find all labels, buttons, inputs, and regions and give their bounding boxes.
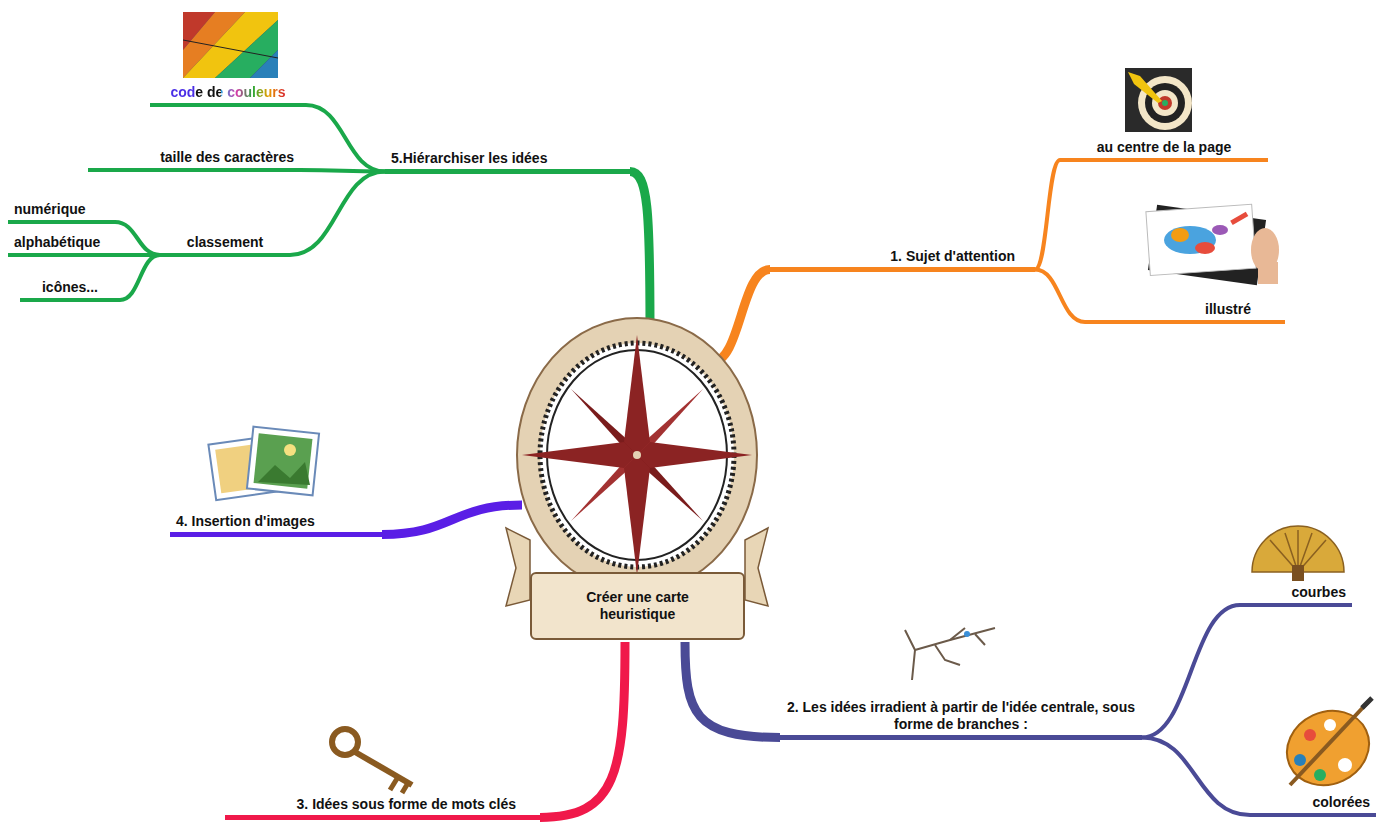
branch-connector: [685, 642, 780, 738]
topic-text: 5.Hiérarchiser les idées: [391, 150, 624, 167]
branch-topic: numérique: [8, 201, 115, 224]
branch-connector: [1035, 160, 1060, 270]
branch-topic: 2. Les idées irradient à partir de l'idé…: [780, 699, 1142, 740]
branch-connector: [1142, 605, 1240, 738]
topic-text: Créer une carte heuristique: [570, 589, 705, 623]
topic-text: illustré: [1091, 301, 1251, 318]
branch-connector: [1142, 738, 1250, 816]
branch-connector: [712, 270, 770, 363]
topic-text: classement: [166, 234, 284, 251]
branch-topic: courbes: [1240, 584, 1352, 607]
branch-connector: [540, 642, 625, 818]
topic-text: 2. Les idées irradient à partir de l'idé…: [786, 699, 1136, 733]
topic-text: au centre de la page: [1066, 139, 1262, 156]
branch-connector: [1035, 270, 1085, 323]
branch-connector: [630, 172, 650, 331]
branch-topic: 1. Sujet d'attention: [770, 248, 1035, 272]
branch-picture: [905, 628, 995, 680]
branch-topic: classement: [160, 234, 290, 257]
topic-text: icônes...: [26, 279, 114, 296]
branch-topic: icônes...: [20, 279, 120, 302]
topic-text: taille des caractères: [94, 149, 294, 166]
branch-connector: [300, 170, 385, 172]
branch-connector: [120, 255, 160, 300]
painting-picture: [1146, 204, 1279, 285]
branch-connector: [306, 105, 385, 172]
branch-connector: [382, 505, 522, 535]
dartboard-picture: [1125, 68, 1192, 132]
fabric-picture: [183, 12, 278, 78]
topic-text: 3. Idées sous forme de mots clés: [231, 796, 516, 813]
topic-text: 1. Sujet d'attention: [776, 248, 1015, 265]
branch-topic: alphabétique: [8, 234, 120, 257]
branch-topic: 5.Hiérarchiser les idées: [385, 150, 630, 174]
topic-text: numérique: [14, 201, 109, 218]
compass-emblem: [506, 318, 768, 606]
branch-connector: [290, 172, 385, 256]
topic-text: colorées: [1256, 794, 1370, 811]
branch-topic: 4. Insertion d'images: [170, 513, 382, 537]
topic-text: code de couleurs: [156, 84, 300, 101]
tree-picture: [1252, 526, 1344, 581]
topic-text: courbes: [1246, 584, 1346, 601]
branch-topic: code de couleurs: [150, 84, 306, 107]
photos-picture: [208, 427, 319, 500]
topic-text: alphabétique: [14, 234, 114, 251]
palette-picture: [1275, 698, 1382, 799]
branch-topic: illustré: [1085, 301, 1285, 324]
branch-connector: [115, 222, 160, 255]
branch-topic: colorées: [1250, 794, 1376, 817]
key-picture: [332, 729, 412, 793]
branch-topic: taille des caractères: [88, 149, 300, 172]
topic-text: 4. Insertion d'images: [176, 513, 376, 530]
branch-topic: 3. Idées sous forme de mots clés: [225, 796, 540, 820]
branch-topic: au centre de la page: [1060, 139, 1268, 162]
central-topic: Créer une carte heuristique: [530, 572, 745, 640]
